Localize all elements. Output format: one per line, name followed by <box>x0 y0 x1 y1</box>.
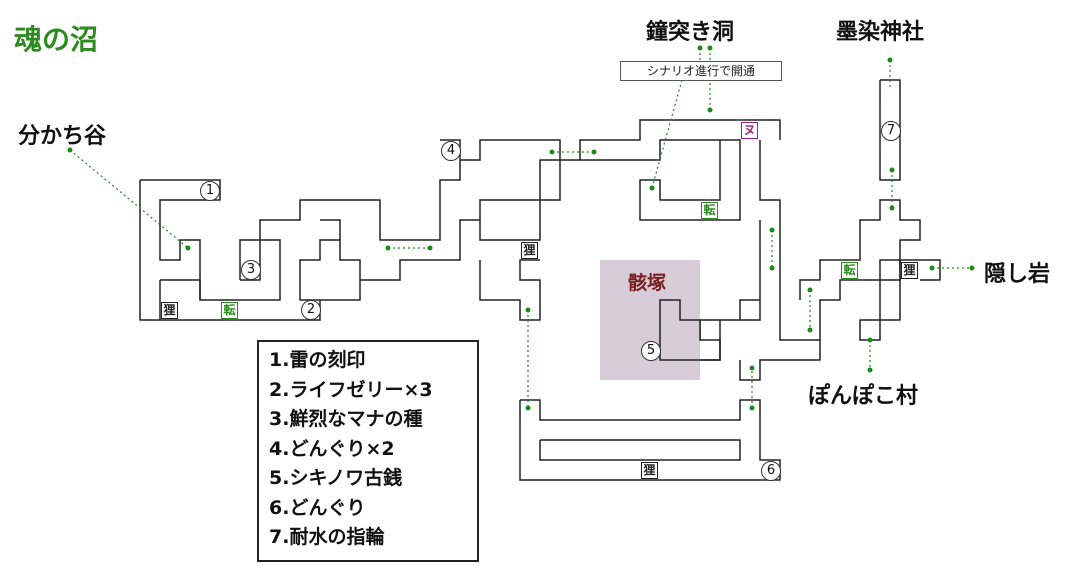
corridor-m <box>759 140 941 341</box>
marker-7[interactable]: 7 <box>881 121 901 141</box>
tanuki-icon[interactable]: 狸 <box>521 242 538 259</box>
tanuki-icon[interactable]: 狸 <box>901 262 918 279</box>
corridor-l <box>580 139 741 221</box>
corridor-r <box>519 399 781 481</box>
marker-2[interactable]: 2 <box>301 300 321 320</box>
place-ponpoko: ぽんぽこ村 <box>808 384 919 409</box>
corridor-q <box>879 79 901 181</box>
connectors <box>69 48 972 408</box>
corridors <box>139 79 941 481</box>
corridor-s <box>539 439 741 461</box>
legend-item-5: 5.シキノワ古銭 <box>269 467 403 489</box>
place-bunkachi: 分かち谷 <box>18 124 107 149</box>
marker-6[interactable]: 6 <box>761 461 781 481</box>
nu-icon[interactable]: ヌ <box>741 122 758 139</box>
place-gaizuka: 骸塚 <box>628 272 667 294</box>
legend-item-1: 1.雷の刻印 <box>269 349 366 371</box>
corridor-k <box>479 259 541 321</box>
corridor-h <box>360 119 781 281</box>
corridor-f <box>240 160 461 281</box>
corridor-p <box>799 199 921 341</box>
map-title: 魂の沼 <box>14 23 99 56</box>
corridor-g <box>320 219 341 240</box>
corridor-a <box>140 179 221 301</box>
tanuki-icon[interactable]: 狸 <box>161 302 178 319</box>
teleport-icon[interactable]: 転 <box>221 302 238 319</box>
legend-item-7: 7.耐水の指輪 <box>269 526 385 548</box>
connector-dots <box>67 45 975 411</box>
tanuki-icon[interactable]: 狸 <box>641 462 658 479</box>
marker-5[interactable]: 5 <box>641 341 661 361</box>
marker-4[interactable]: 4 <box>441 141 461 161</box>
legend-item-6: 6.どんぐり <box>269 496 366 519</box>
marker-1[interactable]: 1 <box>200 181 220 201</box>
corridor-i <box>460 139 561 220</box>
legend-item-4: 4.どんぐり×2 <box>269 437 395 460</box>
legend-item-3: 3.鮮烈なマナの種 <box>269 408 423 430</box>
legend-item-2: 2.ライフゼリー×3 <box>269 378 433 401</box>
corridor-o <box>739 340 821 381</box>
place-kakushi: 隠し岩 <box>984 262 1051 287</box>
teleport-icon[interactable]: 転 <box>701 202 718 219</box>
marker-3[interactable]: 3 <box>241 260 261 280</box>
place-shoutsuki: 鐘突き洞 <box>646 20 735 45</box>
corridor-d <box>160 279 201 300</box>
legend: 1.雷の刻印 2.ライフゼリー×3 3.鮮烈なマナの種 4.どんぐり×2 5.シ… <box>257 340 479 562</box>
corridor-e <box>220 239 281 301</box>
teleport-icon[interactable]: 転 <box>841 262 858 279</box>
scenario-note: シナリオ進行で開通 <box>620 61 782 81</box>
place-bokusen: 墨染神社 <box>836 20 925 45</box>
corridor-b <box>139 180 361 321</box>
